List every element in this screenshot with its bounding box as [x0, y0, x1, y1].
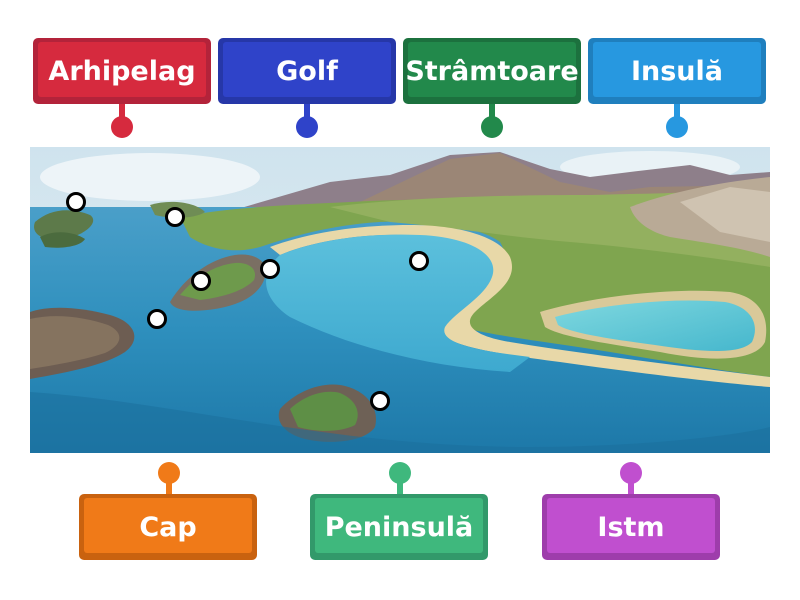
label-stramtoare[interactable]: Strâmtoare [403, 38, 581, 104]
label-arhipelag-text: Arhipelag [48, 55, 196, 87]
label-peninsula[interactable]: Peninsulă [310, 494, 488, 560]
pin-peninsula [389, 462, 411, 484]
map-marker-7[interactable] [370, 391, 390, 411]
stem-arhipelag [119, 104, 125, 122]
pin-golf [296, 116, 318, 138]
label-cap[interactable]: Cap [79, 494, 257, 560]
stem-cap [166, 478, 172, 496]
stem-stramtoare [489, 104, 495, 122]
pin-insula [666, 116, 688, 138]
stem-golf [304, 104, 310, 122]
label-insula-text: Insulă [630, 55, 724, 87]
label-istm-text: Istm [597, 511, 665, 543]
stem-insula [674, 104, 680, 122]
map-marker-3[interactable] [191, 271, 211, 291]
map-marker-4[interactable] [260, 259, 280, 279]
label-cap-text: Cap [139, 511, 197, 543]
map-marker-5[interactable] [409, 251, 429, 271]
label-golf[interactable]: Golf [218, 38, 396, 104]
label-peninsula-text: Peninsulă [324, 511, 474, 543]
coastal-landscape-image [30, 147, 770, 453]
pin-istm [620, 462, 642, 484]
map-marker-2[interactable] [165, 207, 185, 227]
pin-stramtoare [481, 116, 503, 138]
label-golf-text: Golf [276, 55, 338, 87]
label-arhipelag[interactable]: Arhipelag [33, 38, 211, 104]
stem-peninsula [397, 478, 403, 496]
map-marker-6[interactable] [147, 309, 167, 329]
stem-istm [628, 478, 634, 496]
label-insula[interactable]: Insulă [588, 38, 766, 104]
map-marker-1[interactable] [66, 192, 86, 212]
pin-cap [158, 462, 180, 484]
label-stramtoare-text: Strâmtoare [405, 55, 579, 87]
pin-arhipelag [111, 116, 133, 138]
map-illustration [30, 147, 770, 453]
label-istm[interactable]: Istm [542, 494, 720, 560]
